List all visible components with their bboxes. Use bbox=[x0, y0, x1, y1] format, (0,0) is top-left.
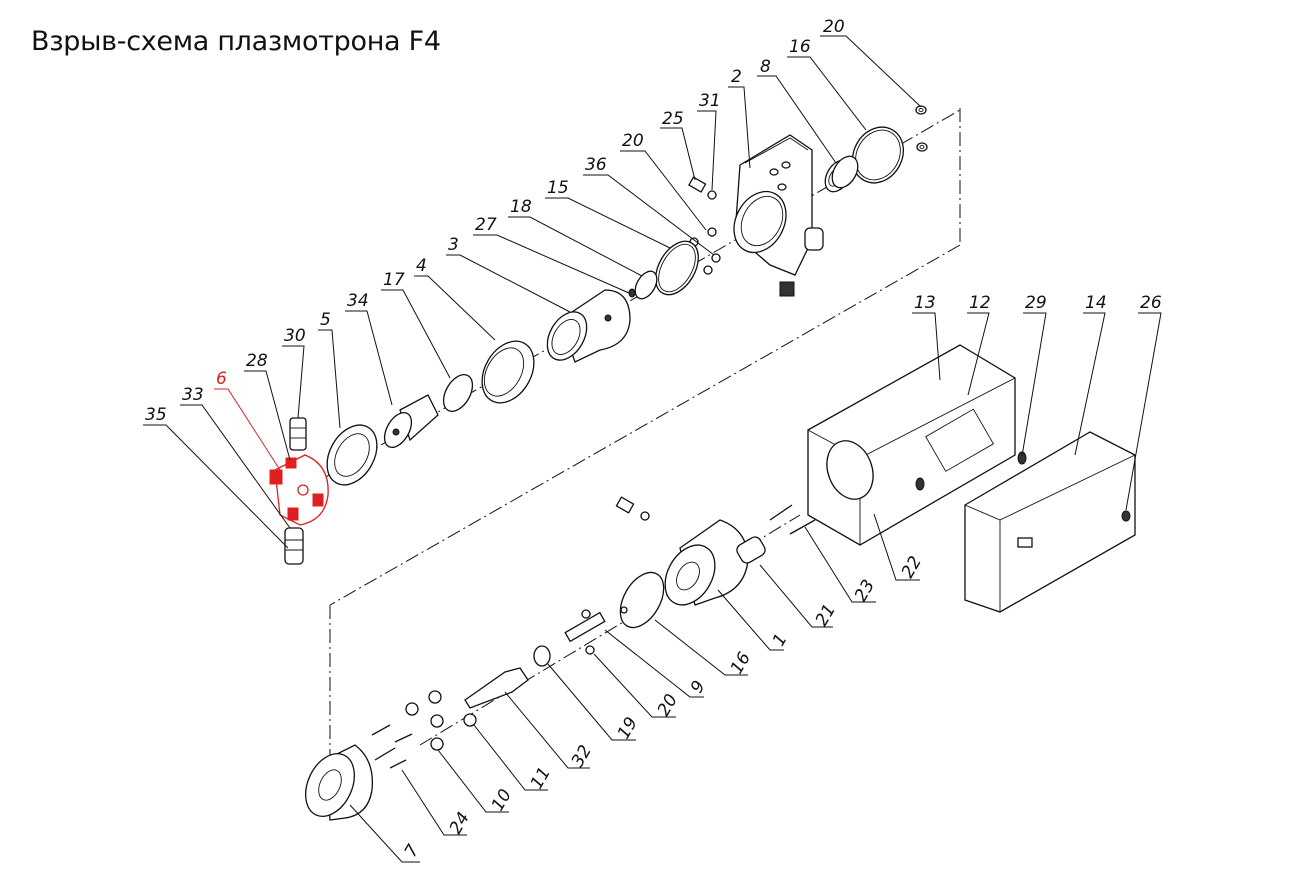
label-36: 36 bbox=[585, 155, 607, 175]
label-29: 29 bbox=[1025, 293, 1047, 313]
label-2: 2 bbox=[731, 67, 742, 87]
label-13: 13 bbox=[914, 293, 936, 313]
label-12: 12 bbox=[969, 293, 991, 313]
label-20c: 20 bbox=[654, 691, 682, 720]
label-31: 31 bbox=[699, 91, 721, 111]
label-9: 9 bbox=[687, 677, 710, 696]
part-18-ring bbox=[634, 270, 658, 300]
label-3: 3 bbox=[448, 235, 459, 255]
part-30-fitting bbox=[289, 417, 307, 451]
label-20a: 20 bbox=[823, 17, 845, 37]
label-18: 18 bbox=[510, 197, 532, 217]
label-26: 26 bbox=[1140, 293, 1162, 313]
label-17: 17 bbox=[383, 270, 405, 290]
page-title: Взрыв-схема плазмотрона F4 bbox=[31, 26, 441, 57]
label-16a: 16 bbox=[789, 37, 811, 57]
label-21: 21 bbox=[812, 601, 840, 630]
part-6-highlighted bbox=[269, 454, 329, 526]
label-10: 10 bbox=[488, 786, 516, 815]
part-19-ring bbox=[533, 645, 551, 667]
label-14: 14 bbox=[1085, 293, 1107, 313]
part-35-fitting bbox=[284, 527, 304, 565]
part-16-oring-lower bbox=[619, 571, 665, 629]
part-16-oring-top bbox=[852, 126, 904, 184]
label-23: 23 bbox=[851, 576, 879, 605]
part-9-nozzle-tube bbox=[564, 606, 628, 643]
label-30: 30 bbox=[284, 326, 306, 346]
label-20b: 20 bbox=[622, 131, 644, 151]
part-labels: 20 16 8 2 31 25 20 36 15 18 27 3 4 17 34… bbox=[143, 17, 1162, 863]
part-2-housing bbox=[733, 134, 824, 297]
part-14-cover bbox=[964, 431, 1136, 613]
part-7-cap bbox=[305, 744, 374, 821]
part-20-washer-lower bbox=[585, 645, 595, 655]
label-11: 11 bbox=[527, 764, 555, 793]
part-21-fitting bbox=[736, 536, 766, 564]
part-15-oring bbox=[655, 240, 699, 296]
part-10-nuts bbox=[405, 690, 444, 751]
part-5-insulator bbox=[326, 424, 378, 486]
label-22: 22 bbox=[898, 553, 926, 582]
label-32: 32 bbox=[568, 742, 596, 771]
label-15: 15 bbox=[547, 178, 569, 198]
part-34-swirl bbox=[383, 394, 439, 448]
label-4: 4 bbox=[416, 256, 427, 276]
part-32-cathode bbox=[464, 667, 529, 709]
part-11-nut bbox=[463, 713, 477, 727]
label-7: 7 bbox=[401, 841, 424, 861]
label-5: 5 bbox=[320, 310, 331, 330]
label-8: 8 bbox=[760, 57, 771, 77]
part-1-cathode-holder bbox=[664, 519, 749, 606]
label-34: 34 bbox=[347, 291, 369, 311]
part-24-screws bbox=[371, 724, 413, 769]
label-28: 28 bbox=[246, 351, 268, 371]
part-25-screw bbox=[688, 176, 707, 193]
part-27-pin bbox=[628, 288, 636, 298]
label-35: 35 bbox=[145, 405, 167, 425]
part-3-anode bbox=[546, 289, 631, 363]
label-19: 19 bbox=[614, 714, 642, 743]
label-27: 27 bbox=[475, 215, 497, 235]
part-8-bearing bbox=[824, 155, 859, 193]
label-6-highlighted: 6 bbox=[216, 369, 227, 389]
part-17-oring bbox=[442, 374, 474, 412]
label-25: 25 bbox=[662, 109, 684, 129]
label-1: 1 bbox=[769, 630, 792, 649]
part-23-22-screws bbox=[615, 496, 816, 535]
label-33: 33 bbox=[182, 385, 204, 405]
part-20-washer-top bbox=[915, 105, 928, 152]
part-31-washer bbox=[707, 190, 717, 200]
label-16b: 16 bbox=[727, 649, 755, 678]
part-4-ring bbox=[481, 340, 535, 404]
label-24: 24 bbox=[446, 809, 474, 838]
part-13-12-frame bbox=[807, 344, 1027, 546]
